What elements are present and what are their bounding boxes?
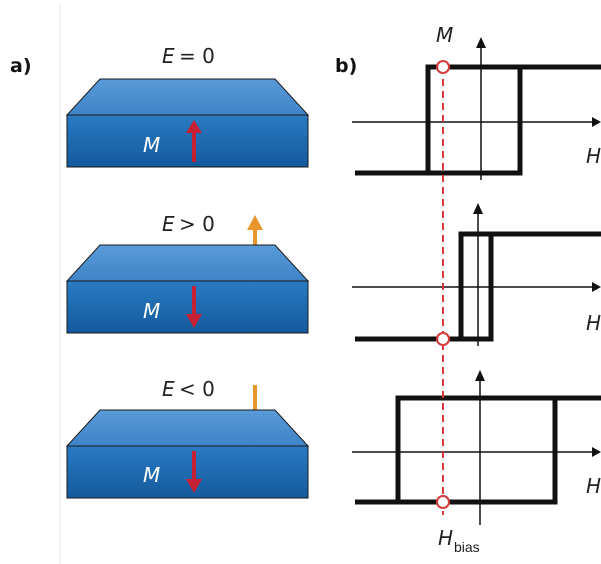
e-zero-symbol: E: [162, 44, 175, 68]
h-axis-label-2: H: [586, 311, 601, 335]
slab-front-1: [66, 114, 309, 168]
bias-marker-1: [436, 60, 450, 74]
m-label-3: M: [143, 463, 160, 487]
m-label-1: M: [143, 133, 160, 157]
panel-b-label: b): [335, 55, 357, 77]
panel-a-label: a): [10, 55, 32, 77]
h-bias-label-sub: bias: [454, 539, 480, 555]
bias-marker-2: [436, 332, 450, 346]
loop-1-curve: [355, 64, 601, 176]
loop-1-h-arrowhead-icon: [592, 117, 601, 127]
h-bias-label-main: H: [438, 526, 453, 550]
slab-top-2: [65, 244, 310, 282]
loop-2-axes: H: [352, 203, 601, 346]
e-pos-relation: > 0: [179, 212, 215, 236]
loop-2-m-arrowhead-icon: [473, 203, 483, 214]
loop-1-m-arrowhead-icon: [476, 37, 486, 48]
slab-front-2: [66, 280, 309, 334]
bias-marker-3: [436, 495, 450, 509]
h-axis-label-1: H: [586, 144, 601, 168]
slab-front-3: [66, 445, 309, 499]
loop-3-curve: [355, 395, 601, 505]
m-arrow-down-icon: [186, 286, 202, 328]
m-axis-label: M: [436, 23, 453, 47]
slab-top-3: [65, 409, 310, 447]
m-label-2: M: [143, 299, 160, 323]
h-axis-label-3: H: [586, 474, 601, 498]
e-pos-symbol: E: [162, 212, 175, 236]
loop-2-curve: [355, 231, 601, 342]
e-neg-relation: < 0: [179, 377, 215, 401]
loop-2-h-arrowhead-icon: [592, 282, 601, 292]
e-neg-symbol: E: [162, 377, 175, 401]
m-arrow-down-icon: [186, 451, 202, 493]
state-e-positive: E > 0 M: [65, 212, 310, 334]
loop-3-m-arrowhead-icon: [475, 370, 485, 381]
slab-top-1: [65, 78, 310, 116]
loop-3-h-arrowhead-icon: [592, 447, 601, 457]
e-zero-relation: = 0: [179, 44, 215, 68]
state-e-zero: E = 0 M: [65, 44, 310, 168]
m-arrow-up-icon: [186, 120, 202, 162]
loop-1-axes: M H: [352, 23, 601, 180]
state-e-negative: E < 0 M: [65, 377, 310, 499]
